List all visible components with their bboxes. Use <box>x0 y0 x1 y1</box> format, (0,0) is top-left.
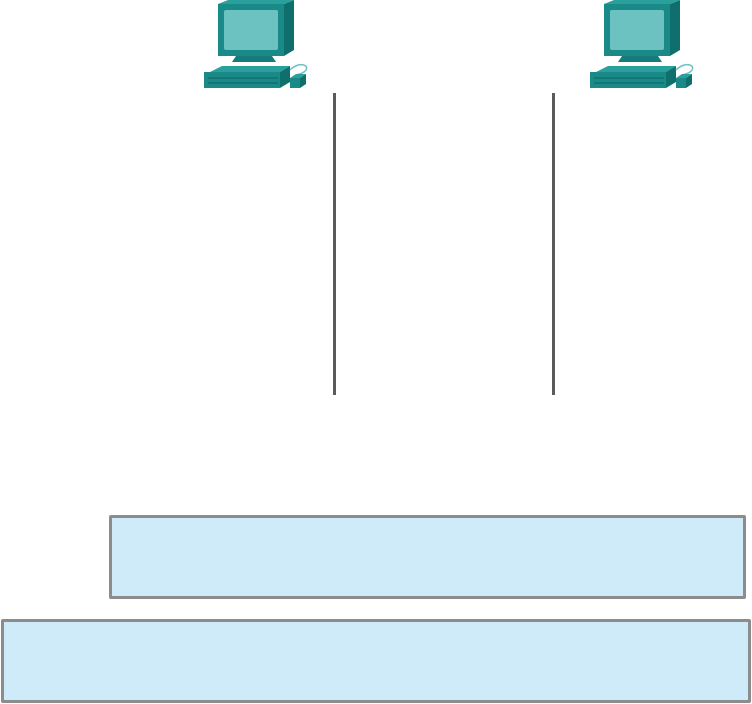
computer-icon <box>590 0 694 88</box>
layer-box-lower[interactable] <box>1 619 751 703</box>
computer-left[interactable] <box>200 0 312 92</box>
link-right <box>552 93 555 395</box>
computer-icon <box>204 0 308 88</box>
link-left <box>333 93 336 395</box>
computer-right[interactable] <box>586 0 698 92</box>
layer-box-upper[interactable] <box>109 515 746 599</box>
